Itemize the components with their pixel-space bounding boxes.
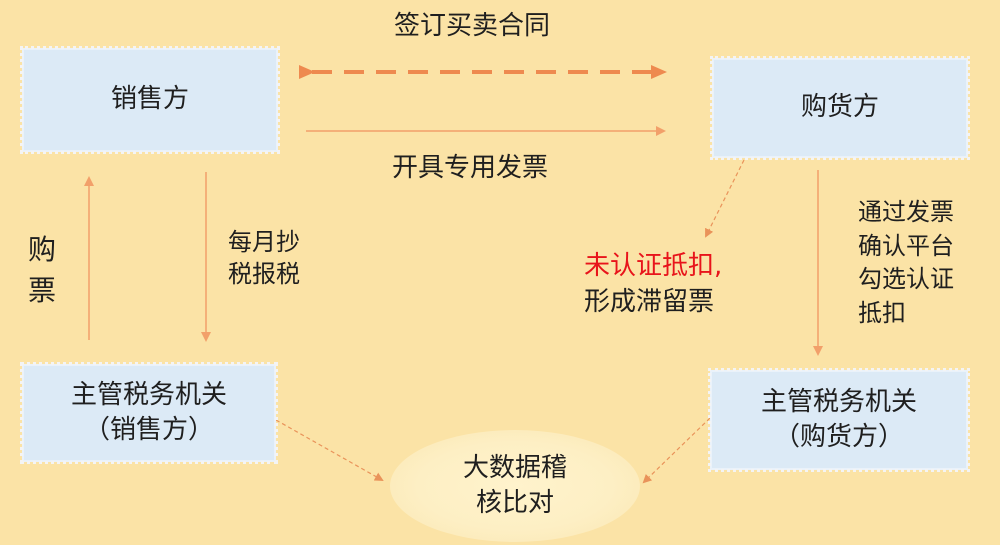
tax-seller-subtitle: （销售方） [83, 415, 214, 445]
tax-buyer-title: 主管税务机关 [760, 386, 917, 417]
tax-authority-buyer-node: 主管税务机关 （购货方） [708, 368, 970, 472]
platform-line1: 通过发票 [858, 198, 954, 226]
seller-to-bigdata-arrow [275, 419, 384, 481]
platform-line4: 抵扣 [858, 298, 906, 327]
unverified-highlight: 未认证抵扣, [584, 251, 723, 281]
invoice-label: 开具专用发票 [392, 153, 549, 183]
monthly-report-line2: 税报税 [228, 260, 300, 289]
tax-seller-title: 主管税务机关 [70, 379, 227, 410]
bigdata-line1: 大数据稽 [462, 452, 567, 483]
buy-ticket-line1: 购 [28, 233, 57, 266]
unverified-arrow [705, 159, 745, 238]
bigdata-line2: 核比对 [475, 488, 554, 518]
seller-node: 销售方 [20, 46, 280, 154]
platform-verify-label: 通过发票 确认平台 勾选认证 抵扣 [858, 196, 954, 330]
monthly-report-line1: 每月抄 [228, 228, 300, 256]
bigdata-check-node: 大数据稽 核比对 [390, 430, 640, 542]
platform-line2: 确认平台 [858, 231, 954, 260]
tax-authority-seller-node: 主管税务机关 （销售方） [20, 362, 278, 464]
buy-ticket-label: 购 票 [28, 230, 56, 311]
unverified-label: 未认证抵扣, 形成滞留票 [584, 248, 722, 321]
monthly-report-label: 每月抄 税报税 [228, 226, 300, 291]
contract-label: 签订买卖合同 [394, 11, 551, 41]
unverified-line2: 形成滞留票 [584, 287, 715, 318]
buy-ticket-line2: 票 [28, 273, 57, 307]
buyer-label: 购货方 [800, 92, 879, 123]
tax-buyer-subtitle: （购货方） [773, 422, 904, 452]
buyer-node: 购货方 [710, 56, 970, 160]
buyer-to-bigdata-arrow [642, 417, 711, 484]
platform-line3: 勾选认证 [858, 265, 954, 294]
seller-label: 销售方 [110, 84, 189, 115]
